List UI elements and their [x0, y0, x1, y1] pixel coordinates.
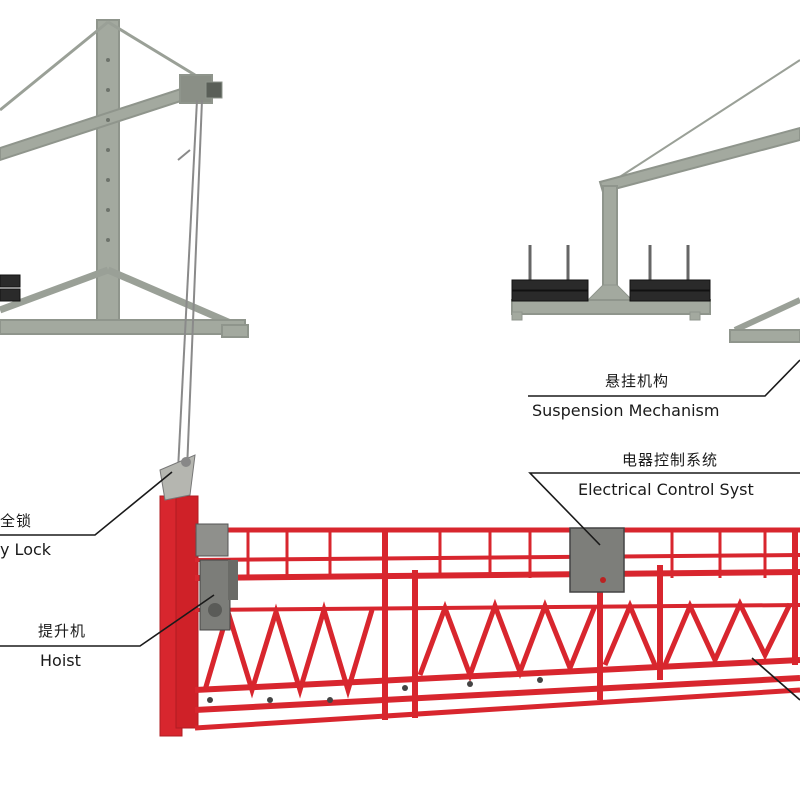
label-safety-lock-cn: 全锁 [0, 512, 33, 530]
leader-lines [0, 359, 800, 701]
label-electrical-en: Electrical Control Syst [578, 480, 754, 499]
label-electrical-cn: 电器控制系统 [622, 451, 719, 469]
label-suspension-en: Suspension Mechanism [532, 401, 720, 420]
electrical-control-box [569, 527, 625, 593]
hoist-unit [195, 523, 238, 631]
label-safety-lock-en: y Lock [0, 540, 52, 559]
left-suspension-frame [0, 19, 249, 338]
right-suspension-frame [511, 59, 800, 343]
right-counterweights [511, 279, 711, 302]
label-hoist-en: Hoist [40, 651, 81, 670]
safety-lock-unit [159, 454, 196, 501]
wire-ropes [177, 99, 203, 471]
platform [159, 495, 800, 737]
left-counterweight [0, 274, 21, 302]
label-suspension-cn: 悬挂机构 [605, 372, 670, 390]
label-hoist-cn: 提升机 [38, 622, 87, 640]
